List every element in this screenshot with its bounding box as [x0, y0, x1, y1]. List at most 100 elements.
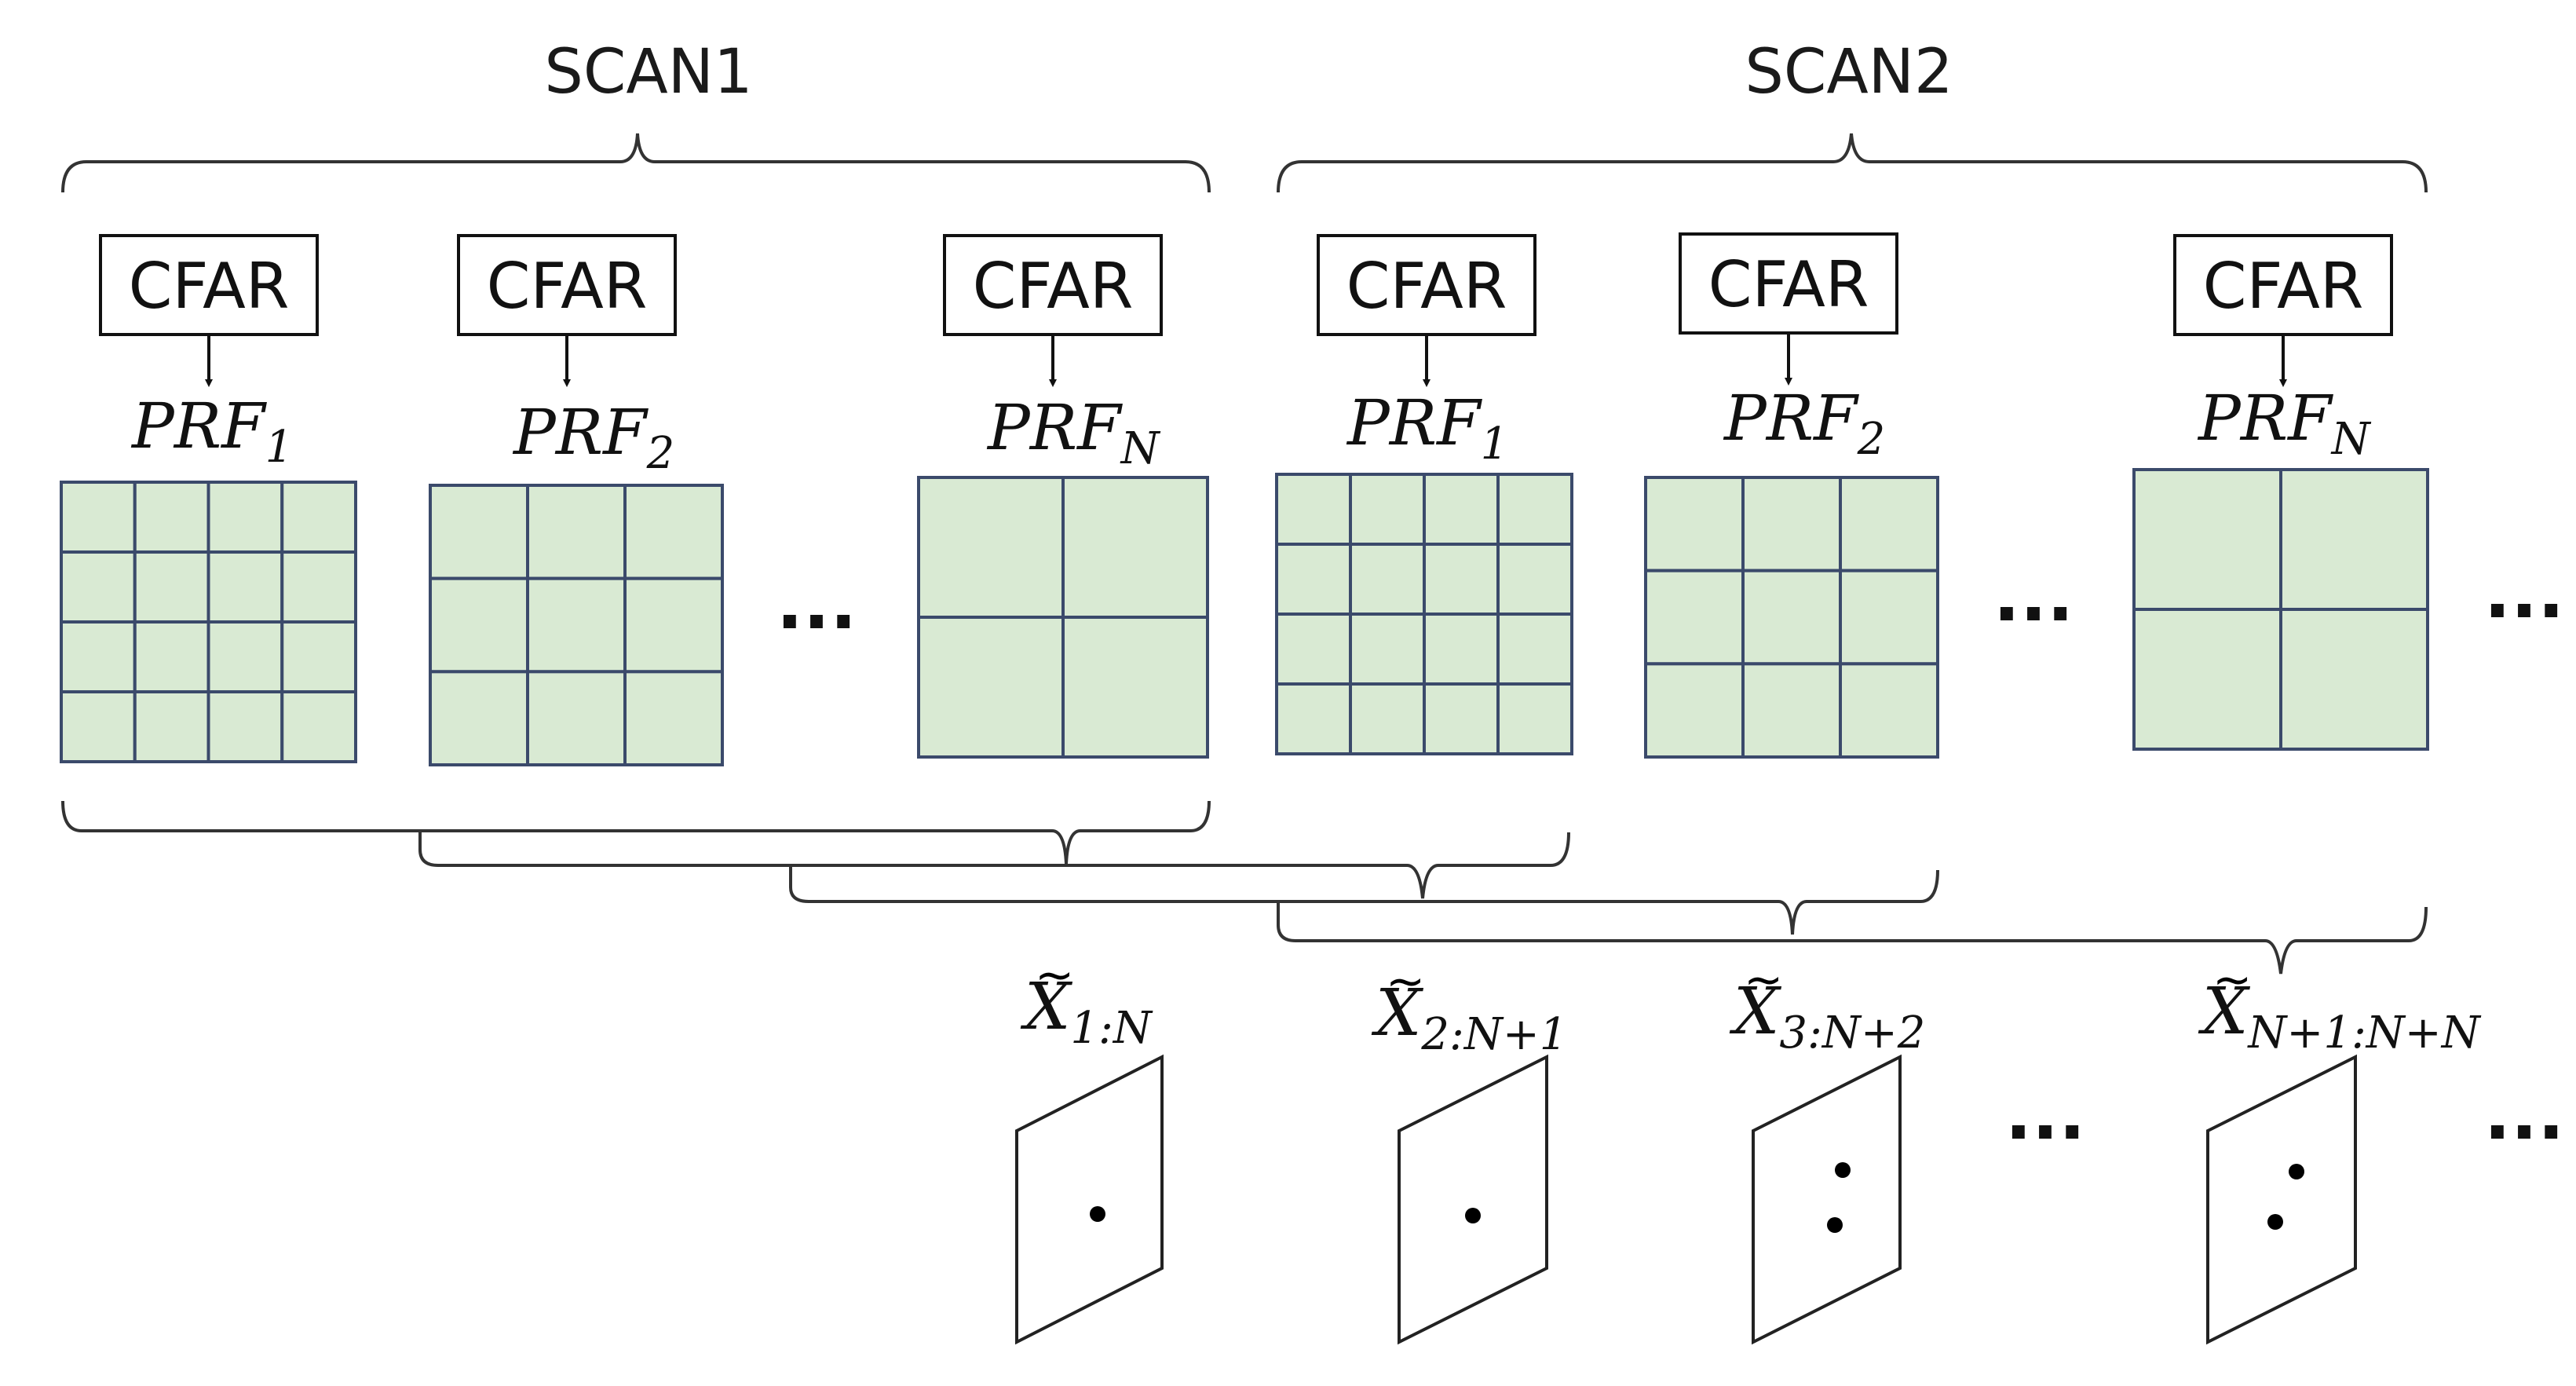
prf-grid — [2132, 468, 2429, 751]
prf-grid — [917, 476, 1209, 759]
prf-label: PRF2 — [512, 396, 674, 479]
prf-label: PRF1 — [1346, 386, 1508, 470]
prf-labels: PRF1 PRF2 PRFN PRF1 PRF2 PRFN — [130, 382, 2372, 479]
grid-cell — [526, 670, 627, 766]
detection-dot — [1465, 1208, 1481, 1223]
grid-cell — [206, 690, 284, 763]
grid-cell — [2132, 468, 2282, 611]
cfar-box: CFAR — [943, 234, 1163, 387]
grid-cell — [133, 620, 210, 693]
cfar-box: CFAR — [1679, 232, 1898, 386]
cfar-box: CFAR — [1317, 234, 1536, 387]
tilde-mark: ~ — [1035, 948, 1074, 1003]
grid-cell — [1275, 543, 1352, 616]
output-plane — [1752, 1054, 1902, 1345]
window-braces — [61, 800, 2428, 975]
grid-cell — [917, 476, 1065, 619]
output-plane — [1015, 1054, 1164, 1345]
grid-cell — [1496, 613, 1573, 686]
grid-cell — [1349, 473, 1426, 546]
detection-dot — [2289, 1164, 2304, 1179]
grid-cell — [429, 576, 529, 674]
grid-cell — [1275, 682, 1352, 755]
scan2-label: SCAN2 — [1745, 37, 1953, 108]
grid-cell — [2132, 608, 2282, 751]
grid-cell — [206, 481, 284, 554]
detection-dot — [1827, 1217, 1843, 1233]
grid-cell — [623, 576, 724, 674]
grid-cell — [623, 484, 724, 580]
ellipsis: ... — [1993, 555, 2074, 638]
ellipsis: ... — [2005, 1073, 2086, 1156]
grid-cell — [1644, 662, 1745, 759]
output-label: XN+1:N+N — [2198, 975, 2482, 1059]
cfar-layer: CFAR CFAR CFAR CFAR CFAR CFAR — [99, 232, 2393, 387]
grid-layer — [60, 468, 2429, 766]
grid-cell — [280, 550, 357, 624]
window-brace-3 — [789, 865, 1939, 935]
tilde-mark: ~ — [2212, 953, 2252, 1008]
prf-label: PRF2 — [1723, 382, 1885, 465]
cfar-label: CFAR — [973, 250, 1134, 323]
grid-cell — [206, 620, 284, 693]
grid-cell — [1349, 682, 1426, 755]
prf-label: PRF1 — [130, 389, 293, 473]
window-brace-1 — [61, 800, 1211, 865]
grid-cell — [60, 690, 137, 763]
grid-cell — [526, 484, 627, 580]
tilde-mark: ~ — [1386, 954, 1425, 1009]
grid-cell — [2279, 468, 2429, 611]
grid-cell — [1349, 613, 1426, 686]
grid-cell — [1741, 569, 1842, 666]
grid-cell — [60, 481, 137, 554]
grid-cell — [1741, 662, 1842, 759]
cfar-label: CFAR — [2203, 250, 2364, 323]
grid-cell — [1839, 569, 1939, 666]
grid-cell — [133, 481, 210, 554]
grid-cell — [1423, 543, 1500, 616]
ellipsis: ... — [2484, 552, 2565, 634]
cfar-box: CFAR — [2173, 234, 2393, 387]
grid-cell — [429, 484, 529, 580]
ellipsis: ... — [776, 563, 857, 645]
prf-grid — [429, 484, 724, 766]
cfar-label: CFAR — [129, 250, 290, 323]
grid-cell — [1839, 476, 1939, 572]
ellipsis: ... — [2484, 1073, 2565, 1156]
output-label: X3:N+2 — [1729, 975, 1925, 1059]
scan2-brace — [1277, 133, 2428, 193]
prf-label: PRFN — [2197, 382, 2372, 465]
grid-cell — [1496, 543, 1573, 616]
grid-cell — [133, 690, 210, 763]
output-plane — [2206, 1054, 2357, 1345]
grid-cell — [1839, 662, 1939, 759]
output-label: X1:N — [1020, 970, 1153, 1054]
grid-cell — [917, 616, 1065, 759]
cfar-label: CFAR — [1346, 250, 1507, 323]
grid-cell — [1496, 473, 1573, 546]
grid-cell — [280, 620, 357, 693]
grid-cell — [1496, 682, 1573, 755]
grid-cell — [623, 670, 724, 766]
grid-cell — [526, 576, 627, 674]
output-labels: X1:N X2:N+1 X3:N+2 XN+1:N+N ~ ~ ~ ~ — [1020, 948, 2482, 1060]
grid-cell — [1741, 476, 1842, 572]
output-label: X2:N+1 — [1371, 976, 1567, 1060]
grid-cell — [1644, 476, 1745, 572]
grid-cell — [280, 481, 357, 554]
grid-cell — [1644, 569, 1745, 666]
prf-grid — [60, 481, 357, 763]
cfar-box: CFAR — [457, 234, 677, 387]
grid-cell — [133, 550, 210, 624]
grid-cell — [1423, 613, 1500, 686]
prf-grid — [1644, 476, 1939, 759]
detection-dot — [1090, 1206, 1105, 1222]
grid-cell — [206, 550, 284, 624]
grid-cell — [2279, 608, 2429, 751]
grid-cell — [1061, 616, 1209, 759]
output-planes — [1015, 1054, 2357, 1345]
detection-dot — [1835, 1162, 1851, 1178]
grid-cell — [1423, 682, 1500, 755]
grid-cell — [429, 670, 529, 766]
